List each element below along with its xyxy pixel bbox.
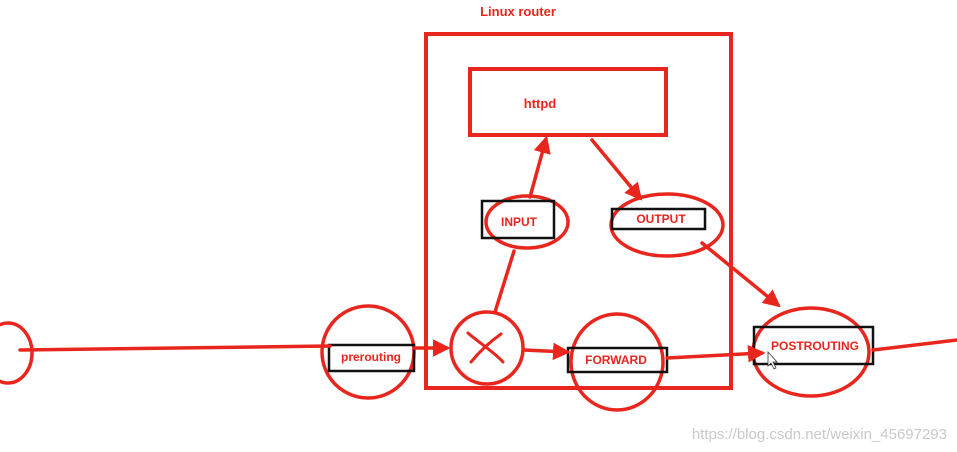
- postrouting-node: POSTROUTING: [751, 306, 875, 398]
- input-node: INPUT: [480, 194, 570, 250]
- output-label: OUTPUT: [636, 212, 686, 226]
- arrow-httpd-to-output: [590, 138, 643, 201]
- forward-node: FORWARD: [566, 312, 669, 412]
- forward-label: FORWARD: [585, 353, 647, 367]
- arrow-decision-to-forward: [522, 342, 571, 361]
- httpd-label: httpd: [524, 96, 557, 111]
- arrow-source-to-prerouting: [18, 344, 332, 352]
- line-postrouting-out: [871, 338, 957, 352]
- input-label: INPUT: [501, 215, 538, 229]
- arrow-output-to-postrouting: [700, 241, 781, 308]
- line-decision-to-input: [493, 249, 516, 314]
- routing-decision-node: [449, 310, 525, 386]
- postrouting-label: POSTROUTING: [771, 339, 859, 353]
- cursor-icon: [767, 350, 778, 370]
- prerouting-label: prerouting: [341, 350, 401, 364]
- arrow-forward-to-postrouting: [665, 344, 766, 363]
- router-title: Linux router: [480, 4, 556, 19]
- arrow-input-to-httpd: [528, 135, 551, 199]
- prerouting-node: prerouting: [320, 304, 416, 400]
- cross-icon: [466, 331, 505, 364]
- output-node: OUTPUT: [609, 192, 725, 258]
- source-node: [0, 321, 34, 385]
- httpd-node: httpd: [468, 67, 668, 137]
- watermark: https://blog.csdn.net/weixin_45697293: [692, 426, 947, 443]
